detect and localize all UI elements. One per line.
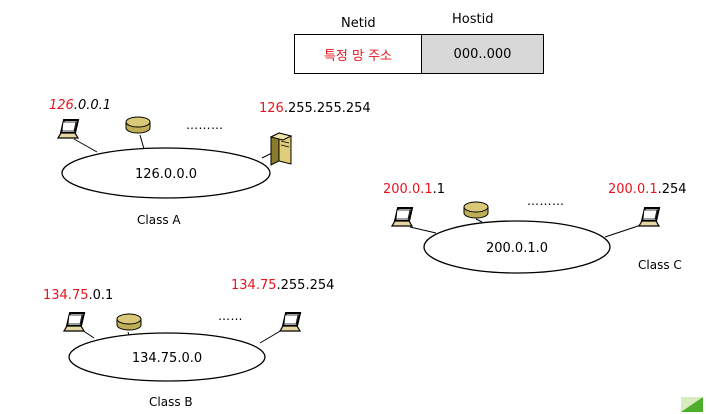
class-c-last-host: 200.0.1.254 <box>608 182 687 197</box>
laptop-icon <box>63 312 85 332</box>
class-c-last-host-net: 200.0.1 <box>608 182 658 197</box>
class-a-network-address: 126.0.0.0 <box>135 167 197 182</box>
class-a-network-ellipse <box>61 147 271 199</box>
class-b-label: Class B <box>149 395 193 409</box>
class-a-first-host-rest: .0.0.1 <box>73 98 112 113</box>
class-c-first-host-net: 200.0.1 <box>383 182 433 197</box>
class-a-last-host-rest: .255.255.254 <box>283 101 371 116</box>
class-c-ellipsis: ……… <box>527 194 565 208</box>
class-a-label: Class A <box>137 213 181 227</box>
router-icon <box>463 201 489 219</box>
class-c-first-host: 200.0.1.1 <box>383 182 445 197</box>
class-b-link-3 <box>259 329 283 344</box>
class-a-first-host: 126.0.0.1 <box>49 98 111 113</box>
netid-header: Netid <box>341 16 376 31</box>
class-c-network: 200.0.1.0 <box>391 201 660 274</box>
netid-field: 특정 망 주소 <box>294 34 422 74</box>
laptop-icon <box>391 207 413 227</box>
class-b-last-host: 134.75.255.254 <box>231 278 334 293</box>
class-b-network-ellipse <box>68 332 266 382</box>
hostid-header: Hostid <box>452 12 494 27</box>
class-c-last-host-rest: .254 <box>657 182 687 197</box>
class-c-network-address: 200.0.1.0 <box>486 241 548 256</box>
class-b-network-address: 134.75.0.0 <box>132 351 202 366</box>
class-c-link-1 <box>409 226 437 234</box>
class-c-first-host-rest: .1 <box>432 182 446 197</box>
laptop-icon <box>638 207 660 227</box>
class-a-ellipsis: ……… <box>186 118 224 132</box>
server-icon <box>269 132 293 166</box>
class-a-last-host: 126.255.255.254 <box>259 101 371 116</box>
class-b-last-host-net: 134.75 <box>231 278 277 293</box>
hostid-value: 000..000 <box>453 46 512 62</box>
class-c-link-3 <box>604 223 645 238</box>
class-a-first-host-net: 126 <box>49 98 74 113</box>
class-b-link-2 <box>127 331 130 336</box>
laptop-icon <box>279 312 301 332</box>
router-icon <box>125 116 151 134</box>
next-slide-icon[interactable] <box>681 397 703 412</box>
class-a-network: 126.0.0.0 <box>57 116 293 199</box>
class-c-link-2 <box>475 218 483 223</box>
netid-value: 특정 망 주소 <box>323 48 393 64</box>
class-b-last-host-rest: .255.254 <box>276 278 335 293</box>
class-a-link-3 <box>261 152 273 159</box>
class-b-first-host-net: 134.75 <box>43 288 89 303</box>
class-c-network-ellipse <box>423 220 611 274</box>
class-a-link-1 <box>73 138 98 153</box>
class-c-label: Class C <box>638 258 682 272</box>
laptop-icon <box>57 119 79 139</box>
class-b-network: 134.75.0.0 <box>63 312 301 382</box>
class-b-first-host-rest: .0.1 <box>88 288 114 303</box>
hostid-field: 000..000 <box>422 34 544 74</box>
class-a-last-host-net: 126 <box>259 101 284 116</box>
class-b-first-host: 134.75.0.1 <box>43 288 113 303</box>
router-icon <box>116 313 142 331</box>
class-b-ellipsis: …… <box>218 309 243 323</box>
class-a-link-2 <box>139 134 145 150</box>
